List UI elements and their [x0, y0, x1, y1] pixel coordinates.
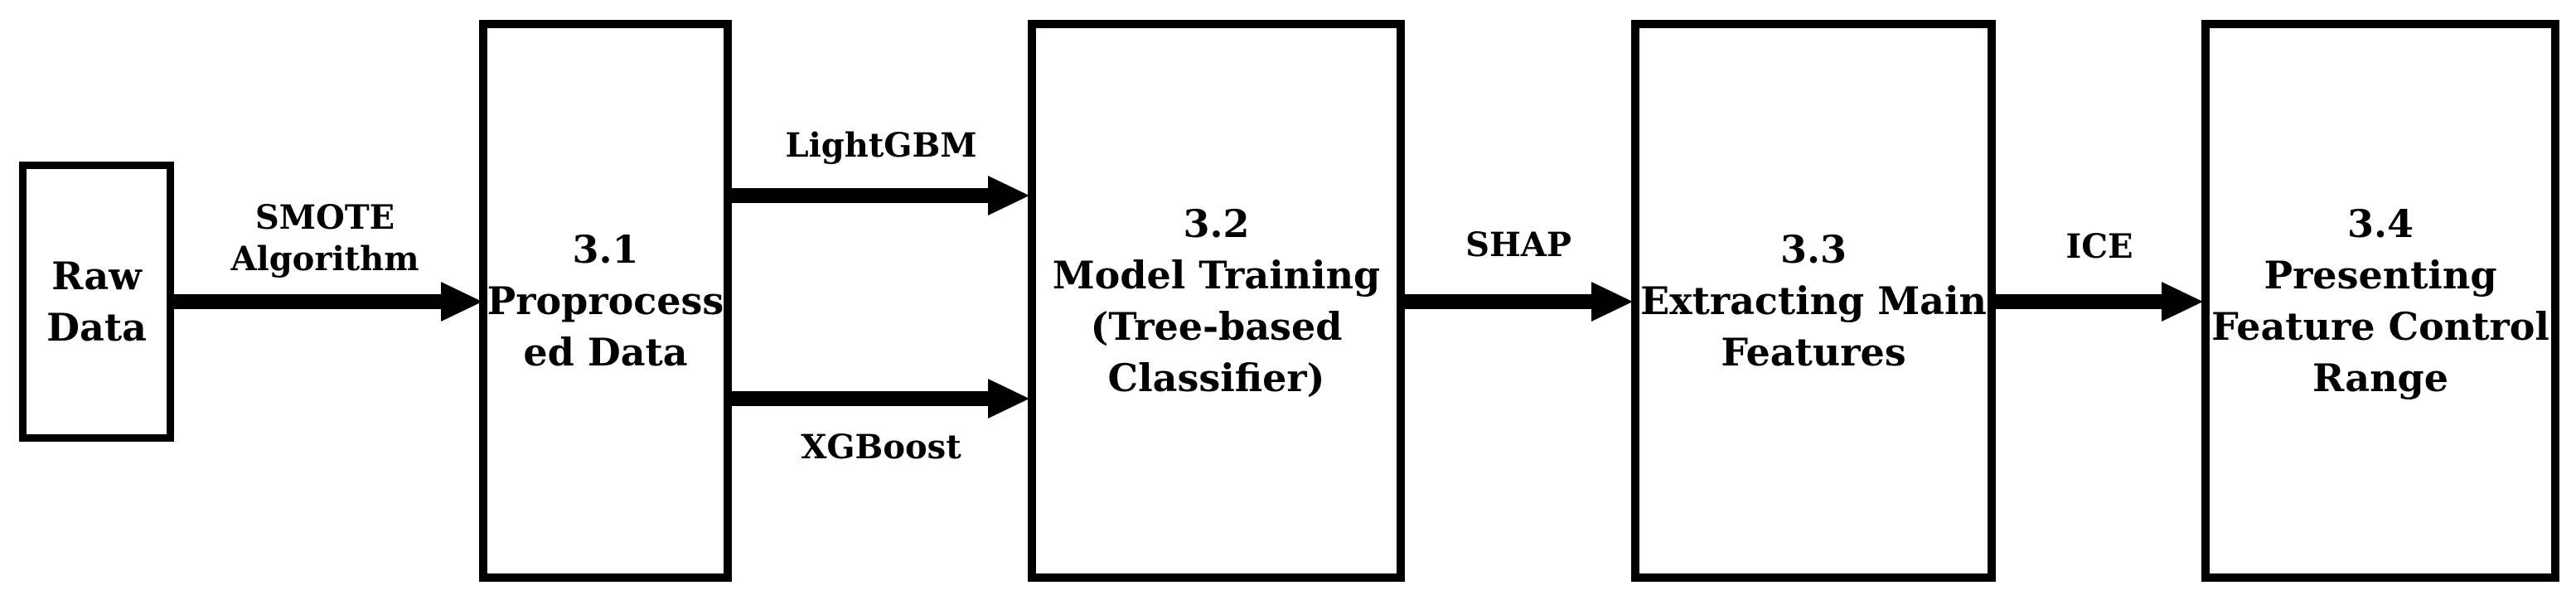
edge-xgboost-arrow-shaft [732, 391, 988, 406]
edge-smote-label: SMOTE Algorithm [230, 198, 419, 278]
edge-ice-arrow-shaft [1996, 294, 2162, 309]
node-model-training: 3.2 Model Training (Tree-based Classifie… [1028, 20, 1405, 582]
edge-xgboost-label: XGBoost [801, 428, 961, 467]
edge-shap-label: SHAP [1465, 225, 1571, 264]
edge-xgboost-arrowhead-icon [988, 379, 1029, 419]
edge-smote-arrowhead-icon [441, 282, 482, 322]
node-raw-data-label: Raw Data [46, 254, 147, 350]
node-presenting-feature-control-range-label: 3.4 Presenting Feature Control Range [2211, 201, 2549, 400]
edge-ice-arrowhead-icon [2162, 282, 2203, 322]
node-presenting-feature-control-range: 3.4 Presenting Feature Control Range [2201, 20, 2559, 582]
edge-shap-arrow-shaft [1405, 294, 1591, 309]
edge-lightgbm-arrowhead-icon [988, 176, 1029, 215]
edge-lightgbm-arrow-shaft [732, 188, 988, 203]
node-model-training-label: 3.2 Model Training (Tree-based Classifie… [1052, 201, 1381, 400]
edge-shap-arrowhead-icon [1591, 282, 1633, 322]
node-extracting-main-features-label: 3.3 Extracting Main Features [1640, 227, 1987, 375]
node-preprocessed-data: 3.1 Proprocess ed Data [479, 20, 732, 582]
node-raw-data: Raw Data [19, 162, 174, 442]
node-extracting-main-features: 3.3 Extracting Main Features [1631, 20, 1996, 582]
node-preprocessed-data-label: 3.1 Proprocess ed Data [487, 227, 724, 375]
edge-smote-arrow-shaft [174, 294, 441, 309]
edge-lightgbm-label: LightGBM [785, 126, 977, 165]
edge-ice-label: ICE [2065, 227, 2133, 266]
